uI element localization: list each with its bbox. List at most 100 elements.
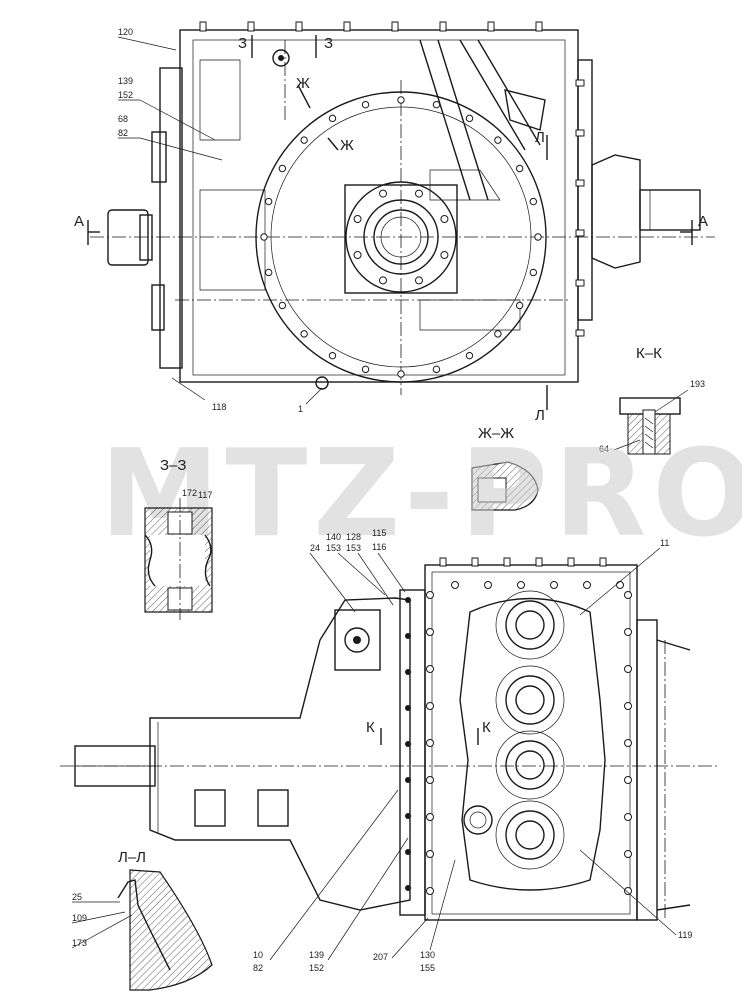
case-bolts [405, 591, 632, 895]
callout-140: 140 [326, 532, 341, 542]
cut-zh-2: Ж [340, 137, 354, 154]
case-top-bolt [503, 557, 511, 567]
case-bolt [426, 887, 434, 895]
case-bolt [624, 739, 632, 747]
cover-bolt [260, 233, 268, 241]
case-bolt [426, 665, 434, 673]
callout-139: 139 [118, 76, 133, 86]
cut-k-right: К [482, 719, 491, 736]
callout-172: 172 [182, 488, 197, 498]
callout-139b: 139 [309, 950, 324, 960]
input-shaft [107, 209, 149, 266]
callout-1: 1 [298, 404, 303, 414]
hub-bolt [440, 215, 449, 224]
callout-193: 193 [690, 379, 705, 389]
bearing-bore [515, 750, 545, 780]
flange-bolt [405, 705, 411, 711]
case-bolt [624, 776, 632, 784]
top-left-flange [159, 67, 183, 369]
callout-24: 24 [310, 543, 320, 553]
case-row-bolt [550, 581, 558, 589]
section-title-zz: З–З [160, 457, 186, 474]
cover-bolt [361, 365, 370, 374]
case-top-bolt [599, 557, 607, 567]
cover-bolt [515, 301, 524, 310]
cover-bolt [465, 351, 474, 360]
section-zhzh: Ж–Ж [471, 425, 539, 511]
edge-bolt [575, 79, 585, 87]
cover-bolt [328, 114, 337, 123]
cover-bolt [264, 268, 273, 277]
callout-152b: 152 [309, 963, 324, 973]
cover-bolt [494, 330, 502, 338]
edge-bolt [575, 279, 585, 287]
callout-119: 119 [678, 930, 692, 940]
cut-markers-top: А А З З Ж Ж Л Л [74, 35, 708, 424]
case-bolt [624, 813, 632, 821]
section-title-kk: К–К [636, 345, 662, 362]
callout-11: 11 [660, 538, 669, 548]
cover-bolt [529, 197, 538, 206]
gear-case [424, 564, 638, 921]
edge-bolt [439, 21, 447, 32]
bearing-race [505, 810, 555, 860]
callout-10: 10 [253, 950, 263, 960]
case-row-bolt [484, 581, 492, 589]
cut-z-1: З [238, 35, 247, 52]
bearings [495, 590, 565, 870]
cover-bolt [300, 136, 308, 144]
bearing-bore [515, 685, 545, 715]
callout-153a: 153 [326, 543, 341, 553]
edge-bolt [295, 21, 303, 32]
cover-bolt [465, 114, 474, 123]
callout-152: 152 [118, 90, 133, 100]
section-title-zhzh: Ж–Ж [478, 425, 514, 442]
bottom-view: К К [60, 557, 720, 921]
mount-bracket [334, 609, 381, 671]
cover-bolt [432, 365, 441, 374]
flange-bolt [405, 813, 411, 819]
bearing-race [505, 600, 555, 650]
flange-bolt [405, 597, 411, 603]
flange-bolt [405, 885, 411, 891]
edge-bolt [247, 21, 255, 32]
edge-bolt [535, 21, 543, 32]
bearing-race [505, 675, 555, 725]
bottom-callouts: 140 128 115 24 153 153 116 11 10 82 139 … [253, 528, 692, 973]
callout-155: 155 [420, 963, 435, 973]
extension-housing [149, 597, 411, 911]
callout-128: 128 [346, 532, 361, 542]
hub-bolt [379, 276, 388, 285]
callout-207: 207 [373, 952, 388, 962]
flange-bolt [405, 849, 411, 855]
inner-plate [459, 597, 606, 891]
callout-115: 115 [372, 528, 386, 538]
case-row-bolt [583, 581, 591, 589]
case-bolt [426, 591, 434, 599]
case-bolt [624, 665, 632, 673]
cover-bolts [260, 96, 542, 378]
hub-bolts [353, 189, 449, 285]
callout-153b: 153 [346, 543, 361, 553]
flange-bolt [405, 669, 411, 675]
case-top-bolt [535, 557, 543, 567]
callout-68: 68 [118, 114, 128, 124]
case-bolt [426, 850, 434, 858]
cut-a-right: А [698, 213, 708, 230]
cover-bolt [361, 100, 370, 109]
case-bolt [624, 628, 632, 636]
case-bolt [426, 813, 434, 821]
top-view [90, 21, 715, 395]
callout-130: 130 [420, 950, 435, 960]
output-shaft [639, 189, 701, 231]
bearing-outer [495, 800, 565, 870]
edge-bolt [343, 21, 351, 32]
edge-bolt [575, 179, 585, 187]
top-callouts: 120 139 152 68 82 118 1 [117, 27, 323, 414]
cut-z-2: З [324, 35, 333, 52]
right-edge-bolts [575, 79, 585, 337]
case-bolt [426, 739, 434, 747]
bearing-race [505, 740, 555, 790]
hub-bolt [353, 215, 362, 224]
